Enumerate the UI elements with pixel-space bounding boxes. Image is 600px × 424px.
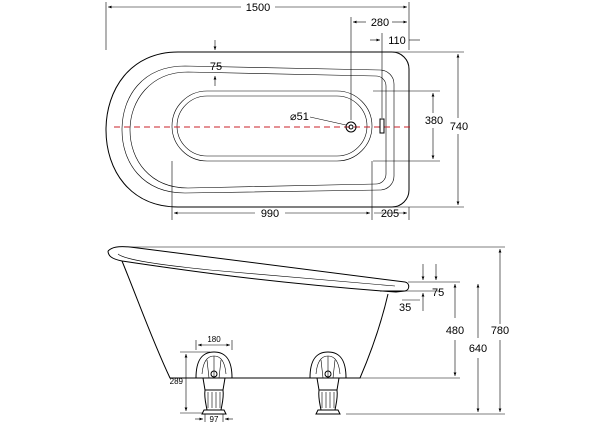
- tub-basin: [171, 90, 373, 162]
- dim-inner-length-990: 990: [261, 208, 279, 220]
- dim-waste-diameter: ⌀51: [290, 111, 309, 123]
- overflow-slot: [379, 118, 385, 134]
- dim-rim-width-75: 75: [210, 61, 222, 73]
- dim-height-640: 640: [469, 343, 487, 355]
- dim-rim-35: 35: [399, 302, 411, 314]
- waste-outlet-center: [348, 124, 354, 130]
- top-view: 1500 280 110 75 ⌀51 380 740: [105, 2, 468, 220]
- dim-inner-width-380: 380: [425, 115, 443, 127]
- dim-height-780: 780: [491, 325, 509, 337]
- dim-overall-width-740: 740: [450, 121, 468, 133]
- dim-overall-length: 1500: [246, 2, 270, 14]
- claw-foot-right: [309, 351, 347, 415]
- tub-rim-outline: [121, 65, 395, 194]
- dim-foot-base-97: 97: [210, 415, 219, 424]
- side-view: 180 289 97 75 35 480 640: [107, 246, 509, 424]
- dim-overflow-offset-110: 110: [388, 35, 406, 47]
- dim-waste-offset-280: 280: [371, 17, 389, 29]
- tub-side-rim-inner: [117, 253, 396, 287]
- dim-depth-480: 480: [446, 325, 464, 337]
- dim-foot-width-180: 180: [207, 335, 221, 344]
- dim-foot-height-289: 289: [170, 377, 184, 386]
- tub-rim-outline-2: [129, 71, 387, 189]
- tub-side-rim: [107, 246, 410, 292]
- claw-foot-left: [195, 351, 233, 415]
- waste-outlet: [345, 121, 357, 133]
- tub-outer-outline: [105, 51, 410, 208]
- tub-side-body: [121, 260, 389, 379]
- tub-side-rim-underside: [107, 250, 406, 293]
- tub-basin-inner: [176, 95, 368, 157]
- dim-end-offset-205: 205: [381, 208, 399, 220]
- dim-rim-height-75: 75: [432, 287, 444, 299]
